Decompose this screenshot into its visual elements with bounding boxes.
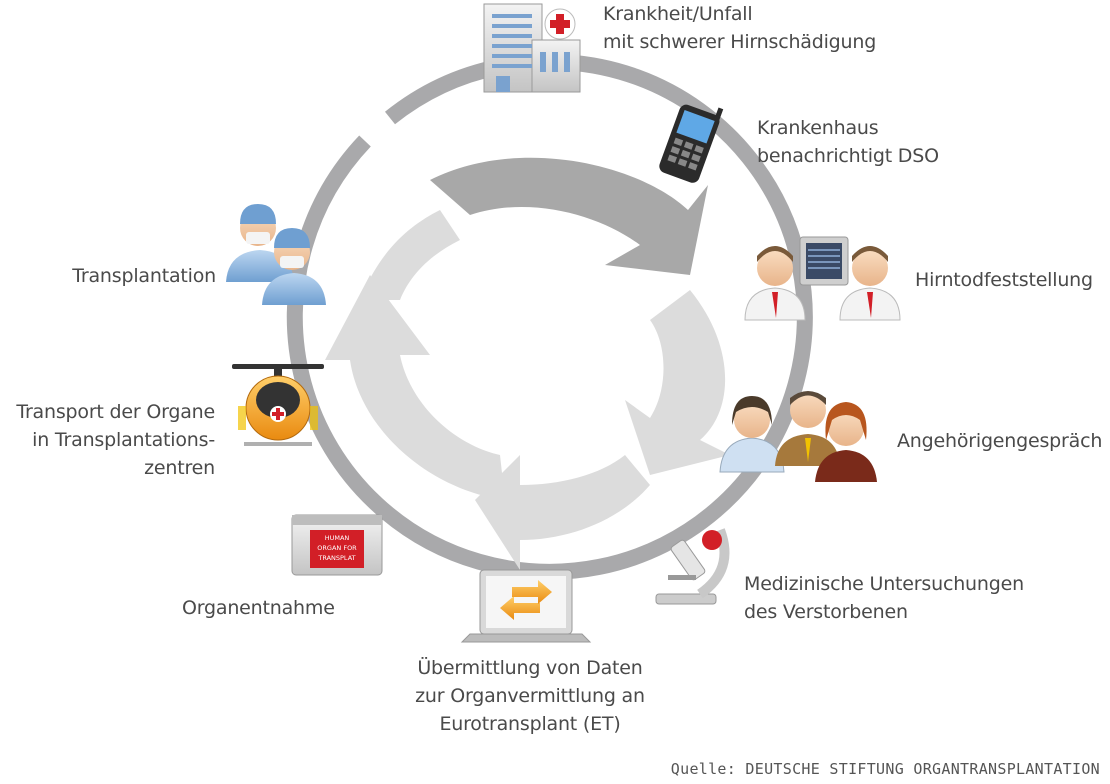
step-label-family-talk: Angehörigengespräch [897,427,1102,455]
doctors-icon [744,236,901,321]
step-label-line: benachrichtigt DSO [757,145,939,167]
step-label-line: Transport der Organe [16,401,215,423]
arrow-light-left [325,275,505,500]
step-label-line: Transplantation [72,265,216,287]
step-label-data-transfer: Übermittlung von Daten zur Organvermittl… [380,654,680,738]
step-label-line: Angehörigengespräch [897,430,1103,452]
laptop-icon [460,569,592,643]
arrow-dark [430,157,708,275]
box-label-line-1: HUMAN [325,534,350,542]
step-label-line: mit schwerer Hirnschädigung [603,31,877,53]
step-label-line: Hirntodfeststellung [915,269,1093,291]
arrow-light-right [625,290,730,475]
step-label-transport: Transport der Organe in Transplantations… [0,398,215,482]
step-label-line: Medizinische Untersuchungen [744,573,1024,595]
step-label-transplantation: Transplantation [0,262,216,290]
inner-arrows [325,157,730,570]
cycle-ring [286,53,813,580]
family-icon [719,391,877,482]
hospital-icon [483,3,581,93]
step-label-line: Organentnahme [182,597,335,619]
step-label-brain-death: Hirntodfeststellung [915,266,1093,294]
helicopter-icon [232,364,324,446]
step-label-medical-exam: Medizinische Untersuchungen des Verstorb… [744,570,1024,626]
step-label-line: zentren [144,457,215,479]
step-label-line: des Verstorbenen [744,601,908,623]
box-label-line-3: TRANSPLAT [317,554,355,562]
arrow-light-top-left [360,210,460,300]
step-label-line: Krankheit/Unfall [603,3,753,25]
surgeons-icon [226,204,326,305]
source-credit: Quelle: DEUTSCHE STIFTUNG ORGANTRANSPLAN… [670,760,1100,778]
microscope-icon [655,528,730,605]
step-label-line: Übermittlung von Daten [417,657,643,679]
step-label-organ-removal: Organentnahme [182,594,335,622]
box-label-line-2: ORGAN FOR [317,544,357,552]
organ-box-icon: HUMAN ORGAN FOR TRANSPLAT [291,514,383,576]
step-label-illness: Krankheit/Unfall mit schwerer Hirnschädi… [603,0,876,56]
step-label-line: in Transplantations- [32,429,215,451]
step-label-line: Eurotransplant (ET) [439,713,621,735]
phone-icon [659,104,724,183]
step-label-line: Krankenhaus [757,117,879,139]
arrow-light-bottom [475,455,650,570]
step-label-line: zur Organvermittlung an [415,685,645,707]
step-label-hospital-notifies: Krankenhaus benachrichtigt DSO [757,114,939,170]
